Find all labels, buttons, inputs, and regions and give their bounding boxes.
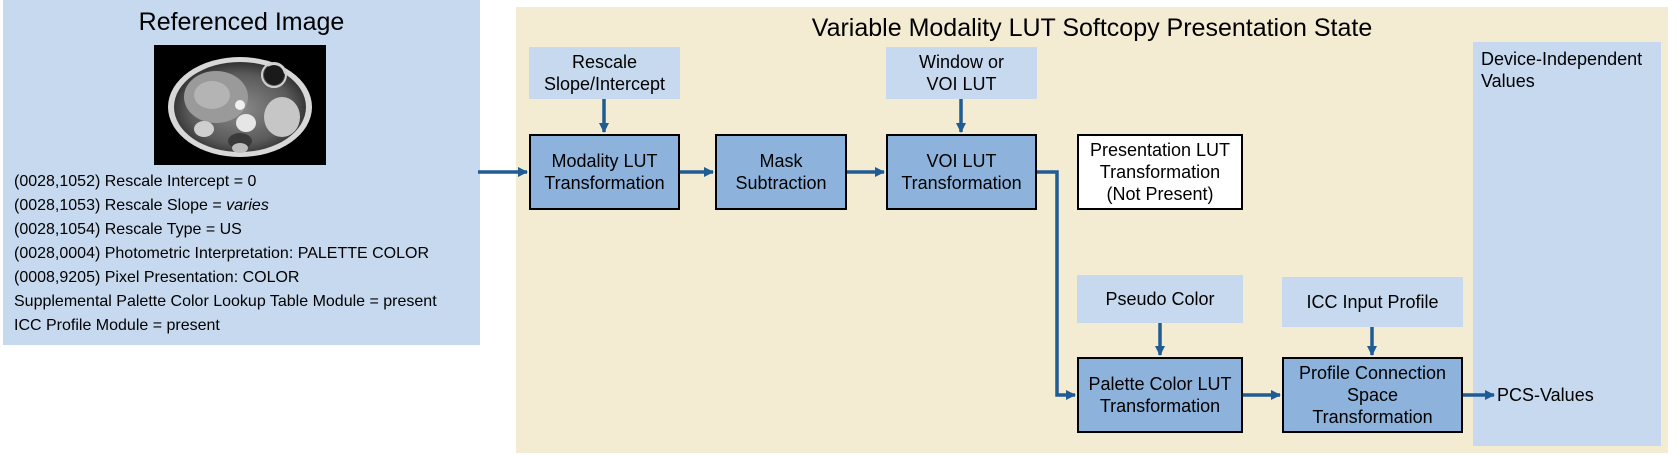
mask-subtraction-box: Mask Subtraction: [715, 134, 847, 210]
attribute-line-rescale-type: (0028,1054) Rescale Type = US: [14, 221, 242, 238]
modality-lut-label: Modality LUT Transformation: [544, 151, 665, 193]
attribute-line-rescale-slope: (0028,1053) Rescale Slope = varies: [14, 194, 437, 218]
palette-color-lut-label: Palette Color LUT Transformation: [1088, 374, 1232, 416]
attribute-line-palette-module: Supplemental Palette Color Lookup Table …: [14, 293, 437, 310]
attribute-line-pixel-presentation: (0008,9205) Pixel Presentation: COLOR: [14, 269, 300, 286]
referenced-image-title: Referenced Image: [138, 8, 345, 36]
axial-mri-slice-graphic: [154, 45, 326, 165]
modality-lut-transformation-box: Modality LUT Transformation: [529, 134, 680, 210]
voi-lut-transformation-box: VOI LUT Transformation: [886, 134, 1037, 210]
pcs-values-label: PCS-Values: [1497, 385, 1594, 405]
attribute-line-rescale-intercept: (0028,1052) Rescale Intercept = 0: [14, 173, 257, 190]
pcs-transformation-label: Profile Connection Space Transformation: [1298, 363, 1447, 427]
window-input-label: Window or VOI LUT: [918, 52, 1005, 94]
profile-connection-space-transformation-box: Profile Connection Space Transformation: [1282, 357, 1463, 433]
device-independent-title: Device-Independent Values: [1481, 49, 1643, 91]
device-independent-panel: [1473, 42, 1661, 446]
icc-input-label: ICC Input Profile: [1306, 292, 1439, 312]
voi-lut-label: VOI LUT Transformation: [901, 151, 1022, 193]
axial-mri-slice-image: [154, 45, 326, 165]
window-voi-lut-input: Window or VOI LUT: [886, 47, 1037, 99]
pseudo-color-label: Pseudo Color: [1105, 289, 1215, 309]
arrow-voi-lut-to-palette-lut: [1037, 170, 1076, 400]
presentation-lut-label: Presentation LUT Transformation (Not Pre…: [1089, 140, 1231, 204]
attribute-line-photometric: (0028,0004) Photometric Interpretation: …: [14, 245, 430, 262]
attribute-line-icc-module: ICC Profile Module = present: [14, 317, 220, 334]
icc-input-profile-input: ICC Input Profile: [1282, 277, 1463, 327]
referenced-image-attributes: (0028,1052) Rescale Intercept = 0 (0028,…: [14, 170, 437, 338]
presentation-state-title: Variable Modality LUT Softcopy Presentat…: [811, 14, 1373, 42]
attribute-text: (0028,1053) Rescale Slope =: [14, 197, 227, 214]
pseudo-color-input: Pseudo Color: [1077, 275, 1243, 323]
palette-color-lut-transformation-box: Palette Color LUT Transformation: [1077, 357, 1243, 433]
rescale-input-label: Rescale Slope/Intercept: [543, 52, 666, 94]
presentation-lut-not-present-box: Presentation LUT Transformation (Not Pre…: [1077, 134, 1243, 210]
mask-subtraction-label: Mask Subtraction: [735, 151, 827, 193]
rescale-slope-intercept-input: Rescale Slope/Intercept: [529, 47, 680, 99]
attribute-emphasis: varies: [226, 197, 269, 214]
